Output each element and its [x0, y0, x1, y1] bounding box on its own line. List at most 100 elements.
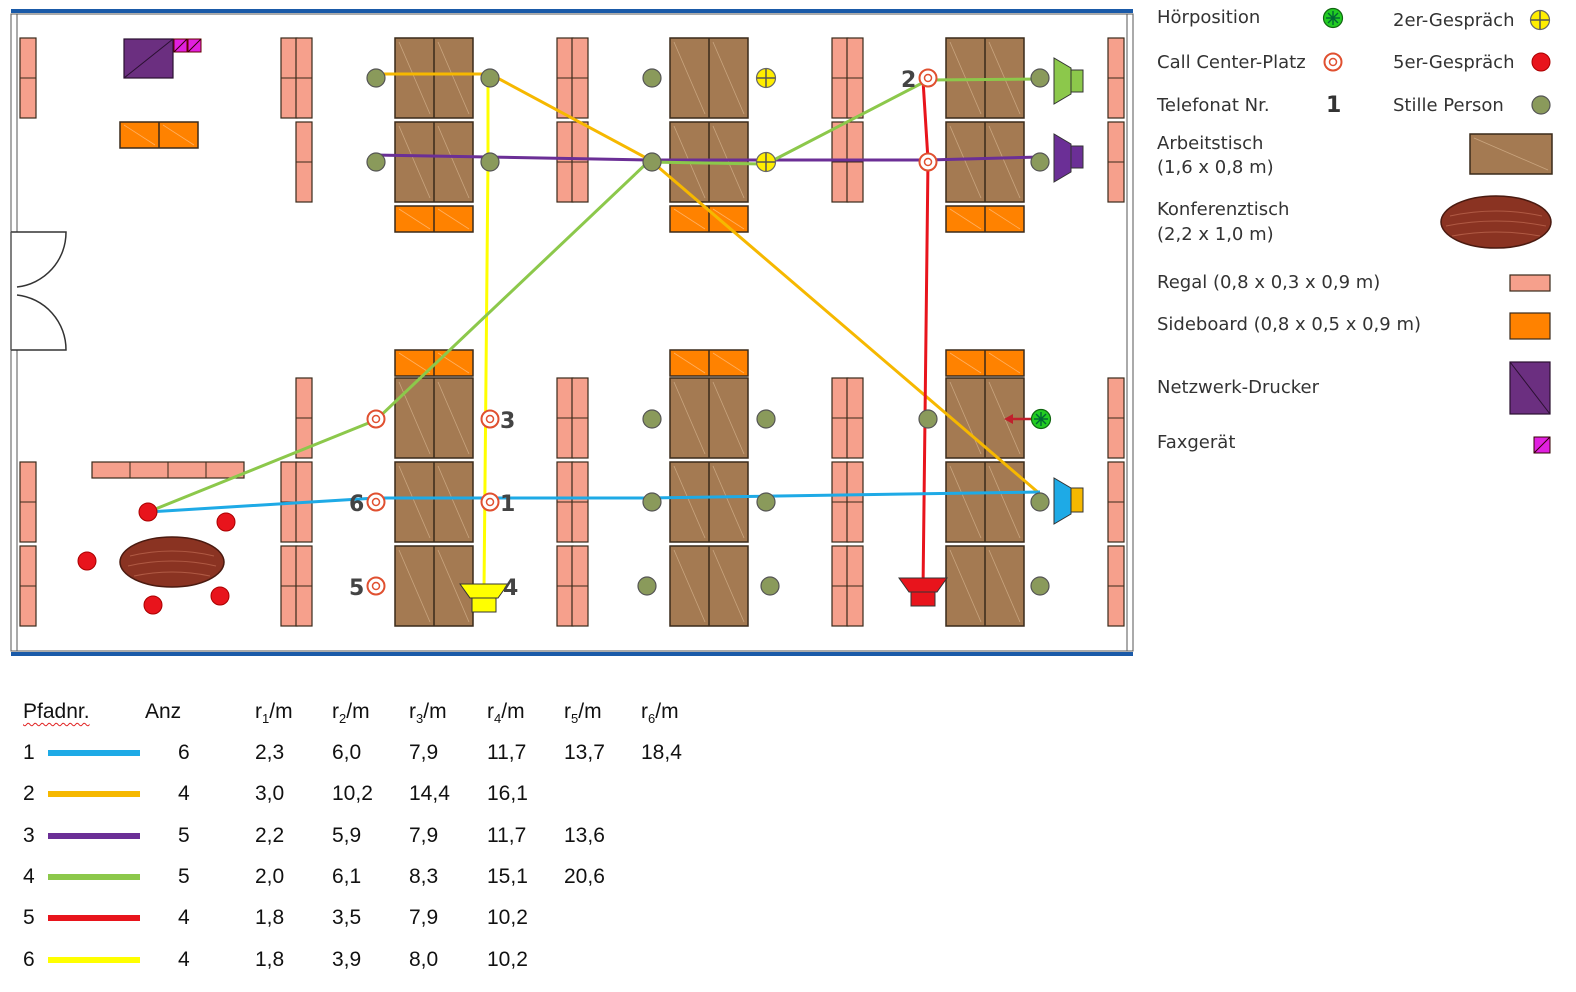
legend-call-number-sample: 1 — [1326, 93, 1342, 118]
path-count: 4 — [178, 782, 190, 806]
legend-printer-icon — [1509, 361, 1551, 415]
path-1-blue — [147, 490, 1041, 514]
path-count: 6 — [178, 741, 190, 764]
header-r4: r4/m — [487, 700, 525, 727]
distance-r1: 1,8 — [255, 906, 285, 930]
speaker-red — [898, 577, 948, 607]
path-color-line — [48, 873, 140, 880]
call-number-1: 1 — [500, 492, 515, 517]
distance-r4: 15,1 — [487, 864, 528, 888]
distance-r3: 7,9 — [409, 906, 439, 930]
legend-conference-label: Konferenztisch — [1157, 199, 1290, 220]
path-2-orange — [376, 72, 1041, 496]
call-number-2: 2 — [901, 68, 916, 93]
distance-r1: 2,2 — [255, 823, 285, 847]
legend-desk-size: (1,6 x 0,8 m) — [1157, 157, 1274, 178]
path-count: 5 — [178, 864, 190, 888]
path-count: 4 — [178, 947, 190, 971]
legend-five-person-conversation: 5er-Gespräch — [1393, 52, 1515, 73]
distance-r1: 2,3 — [255, 741, 285, 764]
legend-two-person-conversation: 2er-Gespräch — [1393, 10, 1515, 31]
path-4-green — [147, 77, 1041, 514]
path-color-line — [48, 750, 140, 756]
distance-r4: 16,1 — [487, 782, 528, 806]
legend-shelf-icon — [1509, 274, 1551, 292]
path-number: 5 — [23, 906, 35, 930]
legend-listening-position: Hörposition — [1157, 7, 1261, 28]
call-number-3: 3 — [500, 409, 515, 434]
distance-r3: 14,4 — [409, 782, 450, 806]
legend-desk-icon — [1469, 133, 1553, 175]
speaker-purple — [1053, 133, 1084, 183]
path-number: 2 — [23, 782, 35, 806]
legend-desk-label: Arbeitstisch — [1157, 133, 1264, 154]
path-number: 4 — [23, 864, 35, 888]
shelves — [19, 37, 1125, 627]
legend-sideboard: Sideboard (0,8 x 0,5 x 0,9 m) — [1157, 314, 1421, 335]
distance-r1: 3,0 — [255, 782, 285, 806]
network-printer — [123, 38, 174, 79]
speaker-blue — [1053, 477, 1084, 525]
legend-conference-table-icon — [1440, 195, 1552, 249]
distance-r1: 2,0 — [255, 864, 285, 888]
legend-fax-icon — [1533, 436, 1551, 454]
path-color-line — [48, 956, 140, 963]
legend-icons — [1322, 7, 1553, 454]
listening-position — [1004, 408, 1052, 430]
header-r2: r2/m — [332, 700, 370, 727]
speaker-green — [1053, 57, 1084, 105]
distance-r3: 8,3 — [409, 864, 439, 888]
two-person-conversation — [755, 67, 777, 173]
legend-call-center: Call Center-Platz — [1157, 52, 1306, 73]
distance-r5: 13,7 — [564, 741, 605, 764]
legend-call-number: Telefonat Nr. — [1157, 95, 1270, 116]
path-color-line — [48, 915, 140, 922]
distance-r2: 3,5 — [332, 906, 362, 930]
header-r5: r5/m — [564, 700, 602, 727]
legend-silent-person: Stille Person — [1393, 95, 1504, 116]
path-count: 5 — [178, 823, 190, 847]
distance-r4: 10,2 — [487, 947, 528, 971]
distance-r5: 13,6 — [564, 823, 605, 847]
legend-sideboard-icon — [1509, 312, 1551, 340]
distance-r5: 20,6 — [564, 864, 605, 888]
path-number: 1 — [23, 741, 35, 764]
header-r3: r3/m — [409, 700, 447, 727]
distance-r2: 10,2 — [332, 782, 373, 806]
header-path-number: Pfadnr. — [23, 700, 90, 723]
path-color-line — [48, 791, 140, 798]
call-number-6: 6 — [349, 492, 364, 517]
distance-r6: 18,4 — [641, 741, 682, 764]
distance-r4: 11,7 — [487, 823, 527, 847]
speaker-yellow — [459, 583, 509, 613]
header-r1: r1/m — [255, 700, 293, 727]
distance-r3: 7,9 — [409, 741, 439, 764]
distance-r3: 7,9 — [409, 823, 439, 847]
distance-r4: 11,7 — [487, 741, 527, 764]
legend-printer: Netzwerk-Drucker — [1157, 377, 1319, 398]
legend-shelf: Regal (0,8 x 0,3 x 0,9 m) — [1157, 272, 1381, 293]
conference-table — [119, 536, 225, 588]
distance-r2: 6,1 — [332, 864, 362, 888]
distance-r4: 10,2 — [487, 906, 528, 930]
path-color-line — [48, 832, 140, 839]
distance-r2: 5,9 — [332, 823, 362, 847]
fax-machine — [173, 38, 202, 53]
call-number-4: 4 — [503, 576, 518, 601]
path-number: 3 — [23, 823, 35, 847]
header-r6: r6/m — [641, 700, 679, 727]
distance-r2: 6,0 — [332, 741, 362, 764]
call-number-5: 5 — [349, 576, 364, 601]
door — [10, 231, 67, 351]
distance-r2: 3,9 — [332, 947, 362, 971]
path-count: 4 — [178, 906, 190, 930]
path-number: 6 — [23, 947, 35, 971]
distance-r1: 1,8 — [255, 947, 285, 971]
header-count: Anz — [145, 700, 182, 723]
distance-r3: 8,0 — [409, 947, 439, 971]
room-walls — [10, 9, 1134, 656]
legend-fax: Faxgerät — [1157, 432, 1236, 453]
path-3-purple — [375, 153, 1041, 162]
legend-conference-size: (2,2 x 1,0 m) — [1157, 224, 1274, 245]
